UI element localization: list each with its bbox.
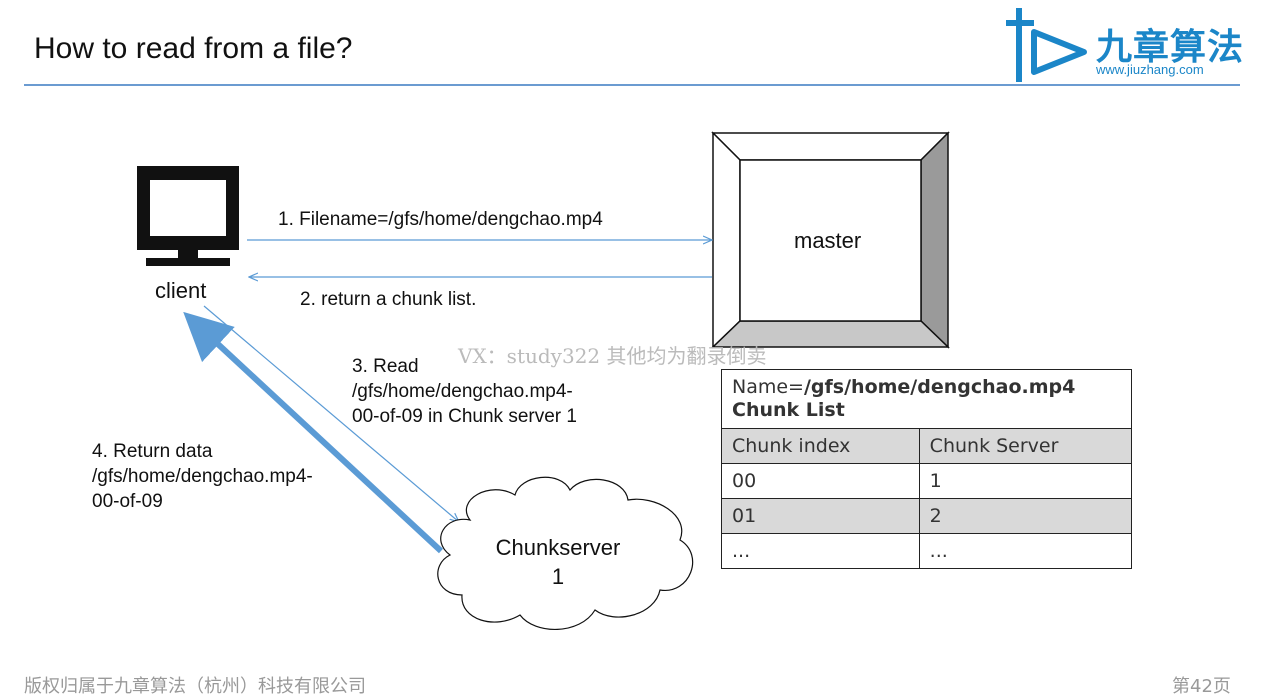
chunkserver-label-line1: Chunkserver — [495, 535, 621, 560]
computer-monitor-icon — [137, 166, 239, 266]
chunkserver-label-line2: 1 — [551, 564, 565, 589]
chunk-server-cell: 2 — [918, 498, 1133, 534]
chunkserver-label: Chunkserver 1 — [478, 533, 638, 591]
title-divider — [24, 84, 1240, 86]
step2-label: 2. return a chunk list. — [300, 289, 477, 310]
chunk-index-cell: 01 — [721, 498, 920, 534]
chunk-index-cell: ... — [721, 533, 920, 569]
master-server-box — [711, 131, 950, 349]
jiuzhang-logo: 九章算法 www.jiuzhang.com — [1004, 6, 1244, 86]
step4-label: 4. Return data /gfs/home/dengchao.mp4- 0… — [92, 439, 313, 514]
column-header-chunk-server: Chunk Server — [918, 428, 1133, 464]
master-label: master — [794, 228, 862, 253]
table-row: ... ... — [721, 533, 1133, 569]
logo-url: www.jiuzhang.com — [1096, 62, 1204, 77]
step3-line3: 00-of-09 in Chunk server 1 — [352, 406, 577, 427]
chunk-list-title: Chunk List — [732, 399, 845, 421]
chunk-server-cell: ... — [918, 533, 1133, 569]
chunkserver-cloud — [437, 476, 694, 630]
chunk-index-cell: 00 — [721, 463, 920, 499]
step4-line1: 4. Return data — [92, 441, 213, 462]
step4-line2: /gfs/home/dengchao.mp4- — [92, 466, 313, 487]
footer-copyright: 版权归属于九章算法（杭州）科技有限公司 — [24, 676, 366, 697]
column-header-chunk-index: Chunk index — [721, 428, 920, 464]
step4-line3: 00-of-09 — [92, 491, 163, 512]
arrow-read-request — [203, 305, 459, 522]
file-name-value: /gfs/home/dengchao.mp4 — [803, 376, 1076, 398]
table-row: 01 2 — [721, 498, 1133, 534]
file-name-prefix: Name= — [732, 376, 804, 398]
page-title: How to read from a file? — [34, 32, 353, 65]
step1-label: 1. Filename=/gfs/home/dengchao.mp4 — [278, 209, 603, 230]
step3-line1: 3. Read — [352, 356, 419, 377]
step3-label: 3. Read /gfs/home/dengchao.mp4- 00-of-09… — [352, 354, 577, 429]
logo-text: 九章算法 — [1096, 27, 1245, 68]
chunk-server-cell: 1 — [918, 463, 1133, 499]
arrow-return-data — [183, 311, 444, 554]
chunk-table-title: Name=/gfs/home/dengchao.mp4 Chunk List — [721, 369, 1132, 429]
watermark: VX：study322 其他均为翻录倒卖 — [458, 344, 767, 368]
chunk-table-columns: Chunk index Chunk Server — [721, 428, 1133, 464]
client-label: client — [155, 278, 207, 303]
diagram-canvas — [137, 131, 950, 630]
step3-line2: /gfs/home/dengchao.mp4- — [352, 381, 573, 402]
chunk-table-header: Name=/gfs/home/dengchao.mp4 Chunk List — [721, 369, 1132, 429]
footer-page-number: 第42页 — [1172, 676, 1231, 697]
table-row: 00 1 — [721, 463, 1133, 499]
logo-mark-icon — [1006, 8, 1087, 82]
chunk-list-table: Name=/gfs/home/dengchao.mp4 Chunk List C… — [721, 369, 1133, 569]
